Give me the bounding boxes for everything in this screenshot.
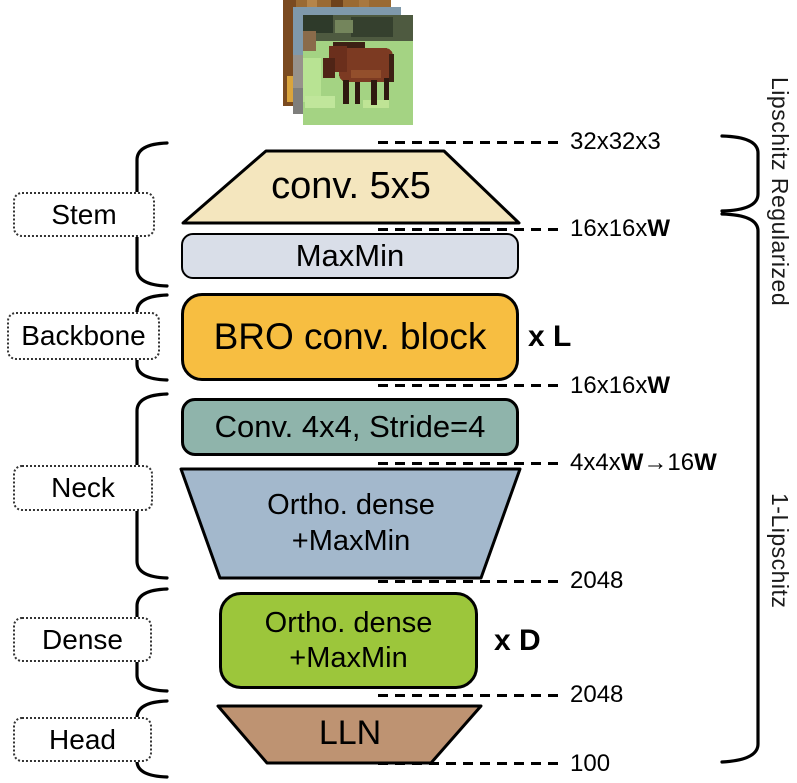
lipschitz-regularized-bracket: [720, 134, 760, 213]
front-image-card: [303, 15, 413, 125]
dim-line-16x16xW-2: [378, 384, 562, 387]
bro-conv-label: BRO conv. block: [213, 315, 487, 357]
dim-label-4x4xW-16W: 4x4xW→16W: [570, 449, 717, 476]
one-lipschitz-bracket: [720, 212, 760, 764]
lipschitz-regularized-label: Lipschitz Regularized: [767, 77, 793, 307]
conv4x4-block: Conv. 4x4, Stride=4: [181, 398, 519, 456]
dim-label-2048-2: 2048: [570, 681, 624, 708]
ortho-dense-line2: +MaxMin: [289, 641, 408, 674]
dim-label-2048-1: 2048: [570, 567, 624, 594]
dim-label-32x32x3: 32x32x3: [570, 128, 661, 155]
dim-line-32x32x3: [378, 141, 562, 144]
conv4x4-label: Conv. 4x4, Stride=4: [214, 409, 486, 445]
dim-line-16x16xW-1: [378, 228, 562, 231]
bro-repeat-label: x L: [528, 320, 572, 353]
stage-label-stem: Stem: [13, 192, 155, 237]
lln-shape: [216, 704, 483, 765]
dim-label-100: 100: [570, 750, 611, 777]
maxmin-label: MaxMin: [295, 238, 405, 274]
stage-label-backbone: Backbone: [7, 312, 160, 360]
maxmin-block: MaxMin: [181, 233, 519, 279]
stage-label-head: Head: [13, 717, 152, 762]
stage-label-dense: Dense: [13, 617, 152, 662]
bro-conv-block: BRO conv. block: [181, 293, 519, 381]
dim-line-100: [378, 762, 562, 765]
ortho-dense-line1: Ortho. dense: [264, 606, 433, 639]
stage-label-neck: Neck: [13, 465, 153, 511]
dim-line-2048-1: [378, 580, 562, 583]
dim-label-16x16xW-1: 16x16xW: [570, 215, 671, 242]
ortho-dense-block: Ortho. dense +MaxMin: [219, 592, 478, 689]
one-lipschitz-label: 1-Lipschitz: [767, 493, 793, 609]
dim-line-2048-2: [378, 694, 562, 697]
dim-label-16x16xW-2: 16x16xW: [570, 372, 671, 399]
conv5x5-shape: [181, 149, 521, 225]
input-image-horse: [283, 0, 413, 125]
dim-line-4x4xW: [378, 462, 562, 465]
ortho-neck-shape: [179, 467, 522, 580]
ortho-dense-repeat-label: x D: [494, 624, 541, 657]
